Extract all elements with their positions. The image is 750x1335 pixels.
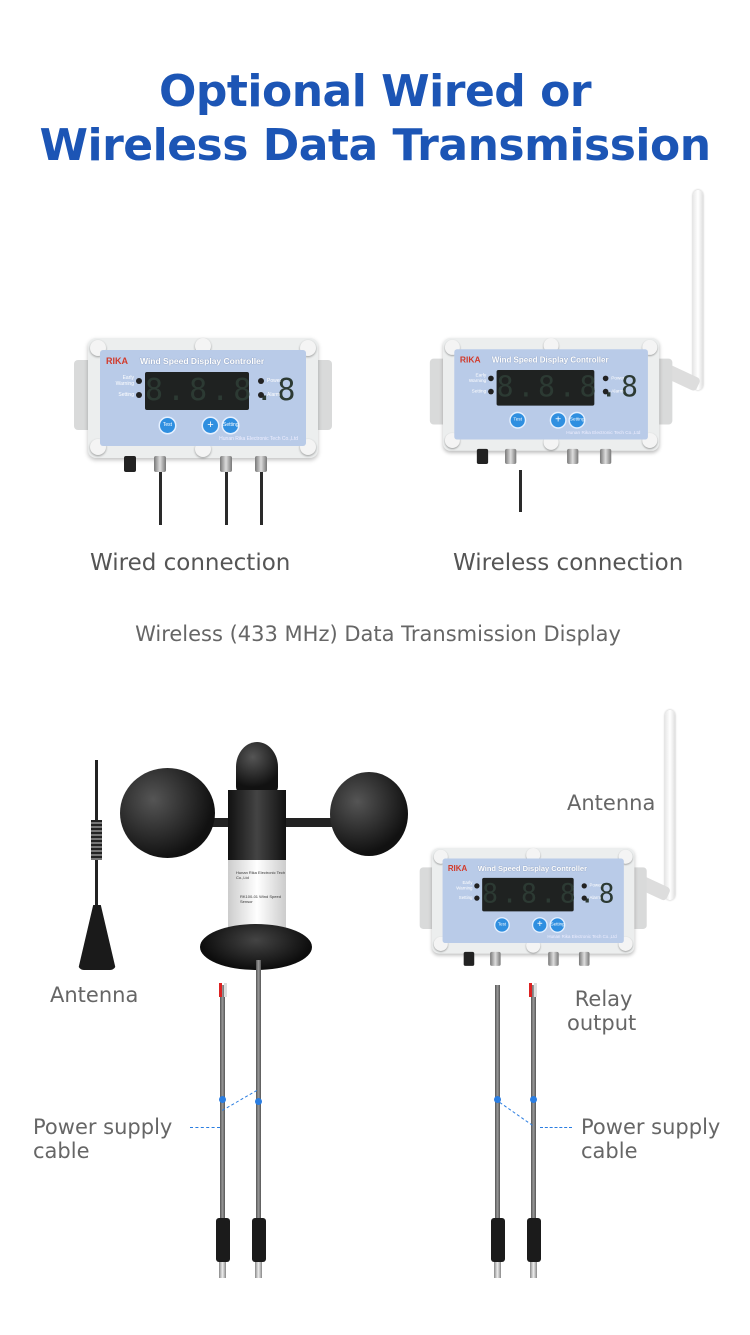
antenna-icon <box>693 190 703 390</box>
power-label: Power <box>611 375 625 382</box>
relay-label-line1: Relay <box>574 987 633 1011</box>
power-led <box>581 883 587 889</box>
power-label-right-line2: cable <box>581 1139 638 1163</box>
led-display: 8.8.8.8 <box>496 369 642 406</box>
setting-led <box>136 392 142 398</box>
sensor-label: Hunan Rika Electronic Tech Co.,Ltd <box>236 870 286 880</box>
brand-logo: RIKA <box>459 354 481 365</box>
setting-label: Setting <box>471 388 487 395</box>
power-label-left-line1: Power supply <box>33 1115 173 1139</box>
wireless-caption: Wireless connection <box>453 550 684 576</box>
setting-button[interactable]: Setting <box>550 918 565 932</box>
setting-button[interactable]: Setting <box>569 413 585 428</box>
antenna-label-right: Antenna <box>567 791 656 815</box>
early-warning-led <box>474 883 480 889</box>
plus-button[interactable]: + <box>551 413 566 428</box>
early-warning-led <box>488 375 494 382</box>
setting-led <box>488 388 494 395</box>
sensor-model: RK100-01 Wind Speed Sensor <box>240 894 281 904</box>
early-warning-label: Early Warning <box>115 375 134 387</box>
alarm-label: Alarm <box>589 895 602 901</box>
power-cable-label-left: Power supply cable <box>33 1115 172 1163</box>
setting-label: Setting <box>458 895 473 901</box>
early-warning-label: Early Warning <box>456 880 473 892</box>
alarm-led <box>258 392 264 398</box>
led-display: 8.8.8.8 <box>145 372 300 410</box>
test-button[interactable]: Test <box>160 418 175 433</box>
power-label-right-line1: Power supply <box>581 1115 721 1139</box>
setting-led <box>474 895 480 901</box>
relay-output-label: Relay output <box>567 987 636 1035</box>
title-line-1: Optional Wired or <box>158 66 592 117</box>
company-label: Hunan Rika Electronic Tech Co.,Ltd <box>547 934 617 940</box>
device-panel: RIKA Wind Speed Display Controller 8.8.8… <box>442 858 624 944</box>
brand-logo: RIKA <box>106 356 128 366</box>
early-warning-label: Early Warning <box>468 372 487 385</box>
power-label: Power <box>589 883 603 889</box>
section-subtitle: Wireless (433 MHz) Data Transmission Dis… <box>135 622 621 646</box>
device-title: Wind Speed Display Controller <box>477 863 588 873</box>
power-cable-label-right: Power supply cable <box>581 1115 720 1163</box>
setting-label: Setting <box>118 392 134 398</box>
early-warning-led <box>136 378 142 384</box>
led-display: 8.8.8.8 <box>482 877 619 912</box>
wired-caption: Wired connection <box>90 550 291 576</box>
plus-button[interactable]: + <box>533 918 547 932</box>
antenna-icon <box>665 710 675 900</box>
device-panel: RIKA Wind Speed Display Controller 8.8.8… <box>454 349 648 440</box>
company-label: Hunan Rika Electronic Tech Co.,Ltd <box>566 430 641 436</box>
power-label-left-line2: cable <box>33 1139 90 1163</box>
antenna-label-left: Antenna <box>50 983 139 1007</box>
company-label: Hunan Rika Electronic Tech Co.,Ltd <box>219 436 298 442</box>
power-label: Power <box>267 378 282 384</box>
alarm-label: Alarm <box>611 388 624 395</box>
device-panel: RIKA Wind Speed Display Controller 8.8.8… <box>100 350 306 446</box>
alarm-led <box>581 895 587 901</box>
power-led <box>258 378 264 384</box>
device-title: Wind Speed Display Controller <box>140 356 265 366</box>
title-line-2: Wireless Data Transmission <box>39 120 711 171</box>
setting-button[interactable]: Setting <box>223 418 239 433</box>
plus-button[interactable]: + <box>203 418 218 433</box>
test-button[interactable]: Test <box>510 413 525 428</box>
brand-logo: RIKA <box>447 863 468 873</box>
alarm-led <box>602 388 609 395</box>
alarm-label: Alarm <box>267 392 281 398</box>
power-led <box>602 375 609 382</box>
device-title: Wind Speed Display Controller <box>491 354 609 365</box>
test-button[interactable]: Test <box>495 918 509 932</box>
relay-label-line2: output <box>567 1011 637 1035</box>
